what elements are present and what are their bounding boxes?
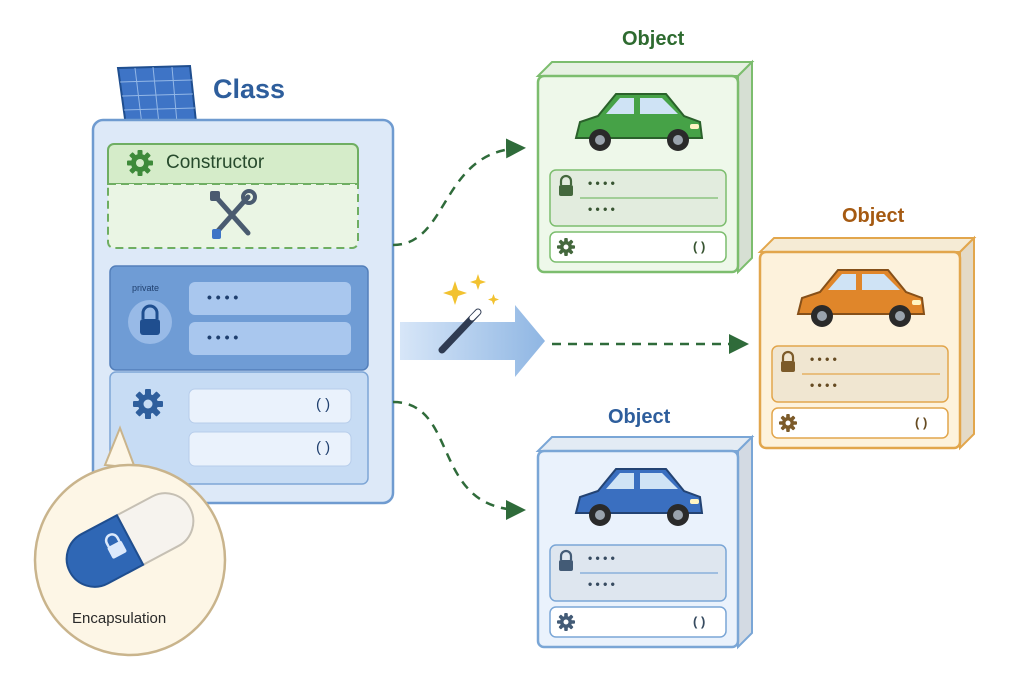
field-marker: • • • • bbox=[810, 378, 837, 392]
capsule-icon bbox=[65, 492, 195, 588]
object-title-green: Object bbox=[622, 28, 685, 50]
method-marker: ( ) bbox=[915, 415, 928, 430]
class-card bbox=[91, 118, 395, 505]
class-title: Class bbox=[213, 74, 286, 104]
method-marker: ( ) bbox=[693, 614, 706, 629]
lock-icon bbox=[559, 174, 573, 196]
methods-panel bbox=[771, 407, 949, 439]
tools-icon bbox=[210, 189, 257, 239]
methods-section bbox=[109, 371, 369, 485]
methods-panel bbox=[549, 231, 727, 263]
constructor-label: Constructor bbox=[166, 152, 265, 173]
lock-icon bbox=[128, 300, 172, 344]
blueprint-icon bbox=[116, 64, 198, 128]
field-marker: • • • • bbox=[207, 289, 239, 305]
fields-section bbox=[109, 265, 369, 371]
field-marker: • • • • bbox=[810, 352, 837, 366]
method-slot bbox=[188, 431, 352, 467]
object-card-orange bbox=[757, 235, 977, 451]
method-marker: ( ) bbox=[316, 396, 331, 413]
gear-icon bbox=[779, 414, 797, 432]
car-icon bbox=[796, 269, 926, 327]
car-icon bbox=[574, 93, 704, 151]
field-marker: • • • • bbox=[207, 329, 239, 345]
object-title-orange: Object bbox=[842, 205, 905, 227]
create-arrow bbox=[400, 305, 545, 377]
gear-icon bbox=[557, 613, 575, 631]
method-slot bbox=[188, 388, 352, 424]
method-marker: ( ) bbox=[316, 439, 331, 456]
field-slot bbox=[189, 282, 351, 315]
object-title-blue: Object bbox=[608, 406, 671, 428]
lock-icon bbox=[559, 549, 573, 571]
gear-icon bbox=[557, 238, 575, 256]
object-card-green bbox=[535, 59, 755, 275]
instantiate-arrow-green bbox=[392, 138, 526, 247]
field-slot bbox=[189, 322, 351, 355]
gear-icon bbox=[133, 389, 163, 419]
car-icon bbox=[574, 468, 704, 526]
field-marker: • • • • bbox=[588, 202, 615, 216]
object-card-blue bbox=[535, 434, 755, 650]
methods-panel bbox=[549, 606, 727, 638]
magic-wand-icon bbox=[438, 274, 499, 354]
encapsulation-label: Encapsulation bbox=[72, 610, 167, 627]
lock-icon bbox=[781, 350, 795, 372]
private-tag: private bbox=[132, 283, 160, 293]
method-marker: ( ) bbox=[693, 239, 706, 254]
field-marker: • • • • bbox=[588, 176, 615, 190]
instantiate-arrow-blue bbox=[392, 400, 526, 520]
field-marker: • • • • bbox=[588, 577, 615, 591]
encapsulation-bubble bbox=[33, 425, 227, 657]
field-marker: • • • • bbox=[588, 551, 615, 565]
gear-icon bbox=[127, 150, 153, 176]
